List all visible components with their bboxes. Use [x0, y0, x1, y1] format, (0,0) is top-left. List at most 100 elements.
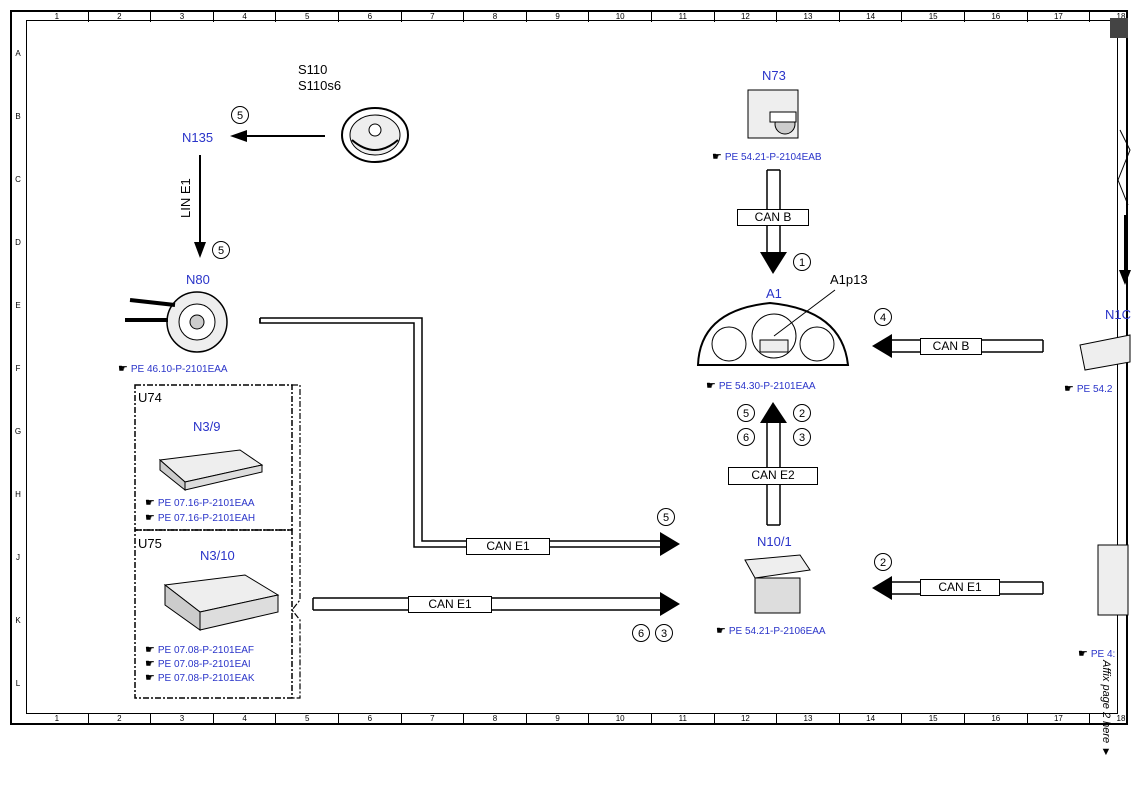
u75-label: U75 — [138, 536, 162, 551]
column-number: 8 — [464, 12, 527, 22]
column-number: 3 — [151, 12, 214, 22]
column-number: 4 — [214, 12, 277, 22]
hand-pointer-icon: ☛ — [716, 625, 726, 637]
column-number: 5 — [276, 12, 339, 22]
n80-ref[interactable]: ☛PE 46.10-P-2101EAA — [118, 363, 228, 375]
s110-label: S110 — [298, 62, 328, 77]
marker-a1-r1: 2 — [793, 404, 811, 422]
steering-wheel-icon — [341, 107, 409, 163]
n10-1-label: N10/1 — [757, 534, 792, 549]
hand-pointer-icon: ☛ — [145, 644, 155, 656]
right-bottom-module-icon — [1097, 544, 1129, 616]
column-number: 2 — [89, 714, 152, 724]
marker-a1-l2: 6 — [737, 428, 755, 446]
column-number: 18 — [1090, 714, 1138, 724]
a1-ref[interactable]: ☛PE 54.30-P-2101EAA — [706, 380, 816, 392]
n3-9-ref2[interactable]: ☛PE 07.16-P-2101EAH — [145, 512, 256, 524]
n10-right-module-icon — [1079, 334, 1131, 371]
column-number: 10 — [589, 12, 652, 22]
column-number: 9 — [527, 12, 590, 22]
n73-ref[interactable]: ☛PE 54.21-P-2104EAB — [712, 151, 822, 163]
hand-pointer-icon: ☛ — [145, 512, 155, 524]
marker-can-b-right: 4 — [874, 308, 892, 326]
n10-1-module-icon — [744, 554, 811, 614]
column-number: 12 — [715, 12, 778, 22]
column-number: 12 — [715, 714, 778, 724]
row-letter: G — [14, 427, 22, 436]
row-letter: B — [15, 112, 21, 121]
n3-9-ref1[interactable]: ☛PE 07.16-P-2101EAA — [145, 497, 255, 509]
can-e2-label: CAN E2 — [728, 467, 818, 485]
row-letter: J — [16, 553, 20, 562]
row-letter: K — [15, 616, 21, 625]
a1-label: A1 — [766, 286, 782, 301]
column-number: 17 — [1028, 714, 1091, 724]
n10-right-label: N1C — [1105, 307, 1132, 322]
right-top-figure-icon — [1117, 129, 1131, 206]
marker-lower-e1-b: 3 — [655, 624, 673, 642]
corner-tab-icon — [1110, 18, 1128, 38]
n73-label: N73 — [762, 68, 786, 83]
column-number: 6 — [339, 12, 402, 22]
column-number: 18 — [1090, 12, 1138, 22]
u74-label: U74 — [138, 390, 162, 405]
can-e1-right-label: CAN E1 — [920, 579, 1000, 596]
column-number: 14 — [840, 714, 903, 724]
n3-10-label: N3/10 — [200, 548, 235, 563]
n3-10-ref2[interactable]: ☛PE 07.08-P-2101EAI — [145, 658, 251, 670]
a1p13-label: A1p13 — [830, 272, 868, 287]
column-number: 1 — [26, 12, 89, 22]
n3-9-ecu-icon — [158, 449, 264, 492]
n3-10-ecu-icon — [163, 574, 280, 631]
n80-label: N80 — [186, 272, 210, 287]
hand-pointer-icon: ☛ — [118, 363, 128, 375]
diagram-border — [26, 20, 1118, 714]
column-number: 17 — [1028, 12, 1091, 22]
hand-pointer-icon: ☛ — [712, 151, 722, 163]
can-b-top-label: CAN B — [737, 209, 809, 226]
column-number: 4 — [214, 714, 277, 724]
can-b-right-label: CAN B — [920, 338, 982, 355]
row-letter: H — [15, 490, 21, 499]
hand-pointer-icon: ☛ — [145, 672, 155, 684]
marker-n80: 5 — [212, 241, 230, 259]
column-number: 2 — [89, 12, 152, 22]
column-number: 13 — [777, 12, 840, 22]
column-number: 13 — [777, 714, 840, 724]
n3-9-label: N3/9 — [193, 419, 221, 434]
marker-s110: 5 — [231, 106, 249, 124]
s110s6-label: S110s6 — [298, 78, 342, 93]
column-number: 11 — [652, 714, 715, 724]
hand-pointer-icon: ☛ — [145, 658, 155, 670]
n80-module-icon — [125, 291, 228, 353]
n73-ignition-switch-icon — [747, 89, 799, 139]
column-number: 5 — [276, 714, 339, 724]
column-number: 8 — [464, 714, 527, 724]
column-number: 1 — [26, 714, 89, 724]
n10-1-ref[interactable]: ☛PE 54.21-P-2106EAA — [716, 625, 826, 637]
column-number: 10 — [589, 714, 652, 724]
column-number: 14 — [840, 12, 903, 22]
diagram-frame — [10, 10, 1128, 725]
column-number: 11 — [652, 12, 715, 22]
marker-right-e1: 2 — [874, 553, 892, 571]
n3-10-ref1[interactable]: ☛PE 07.08-P-2101EAF — [145, 644, 255, 656]
row-letter: F — [15, 364, 21, 373]
n135-label: N135 — [182, 130, 214, 145]
can-e1-lower-label: CAN E1 — [408, 596, 492, 613]
right-bottom-ref[interactable]: ☛PE 4: — [1078, 648, 1116, 660]
marker-lower-e1-a: 6 — [632, 624, 650, 642]
column-number: 7 — [402, 12, 465, 22]
hand-pointer-icon: ☛ — [1078, 648, 1088, 660]
column-number: 7 — [402, 714, 465, 724]
row-letter: E — [15, 301, 21, 310]
marker-n73: 1 — [793, 253, 811, 271]
affix-note: Affix page 2 here ▼ — [1100, 660, 1112, 759]
column-number: 16 — [965, 12, 1028, 22]
row-letter: A — [15, 49, 21, 58]
column-number: 9 — [527, 714, 590, 724]
n10-right-ref[interactable]: ☛PE 54.2 — [1064, 383, 1113, 395]
n3-10-ref3[interactable]: ☛PE 07.08-P-2101EAK — [145, 672, 255, 684]
hand-pointer-icon: ☛ — [706, 380, 716, 392]
